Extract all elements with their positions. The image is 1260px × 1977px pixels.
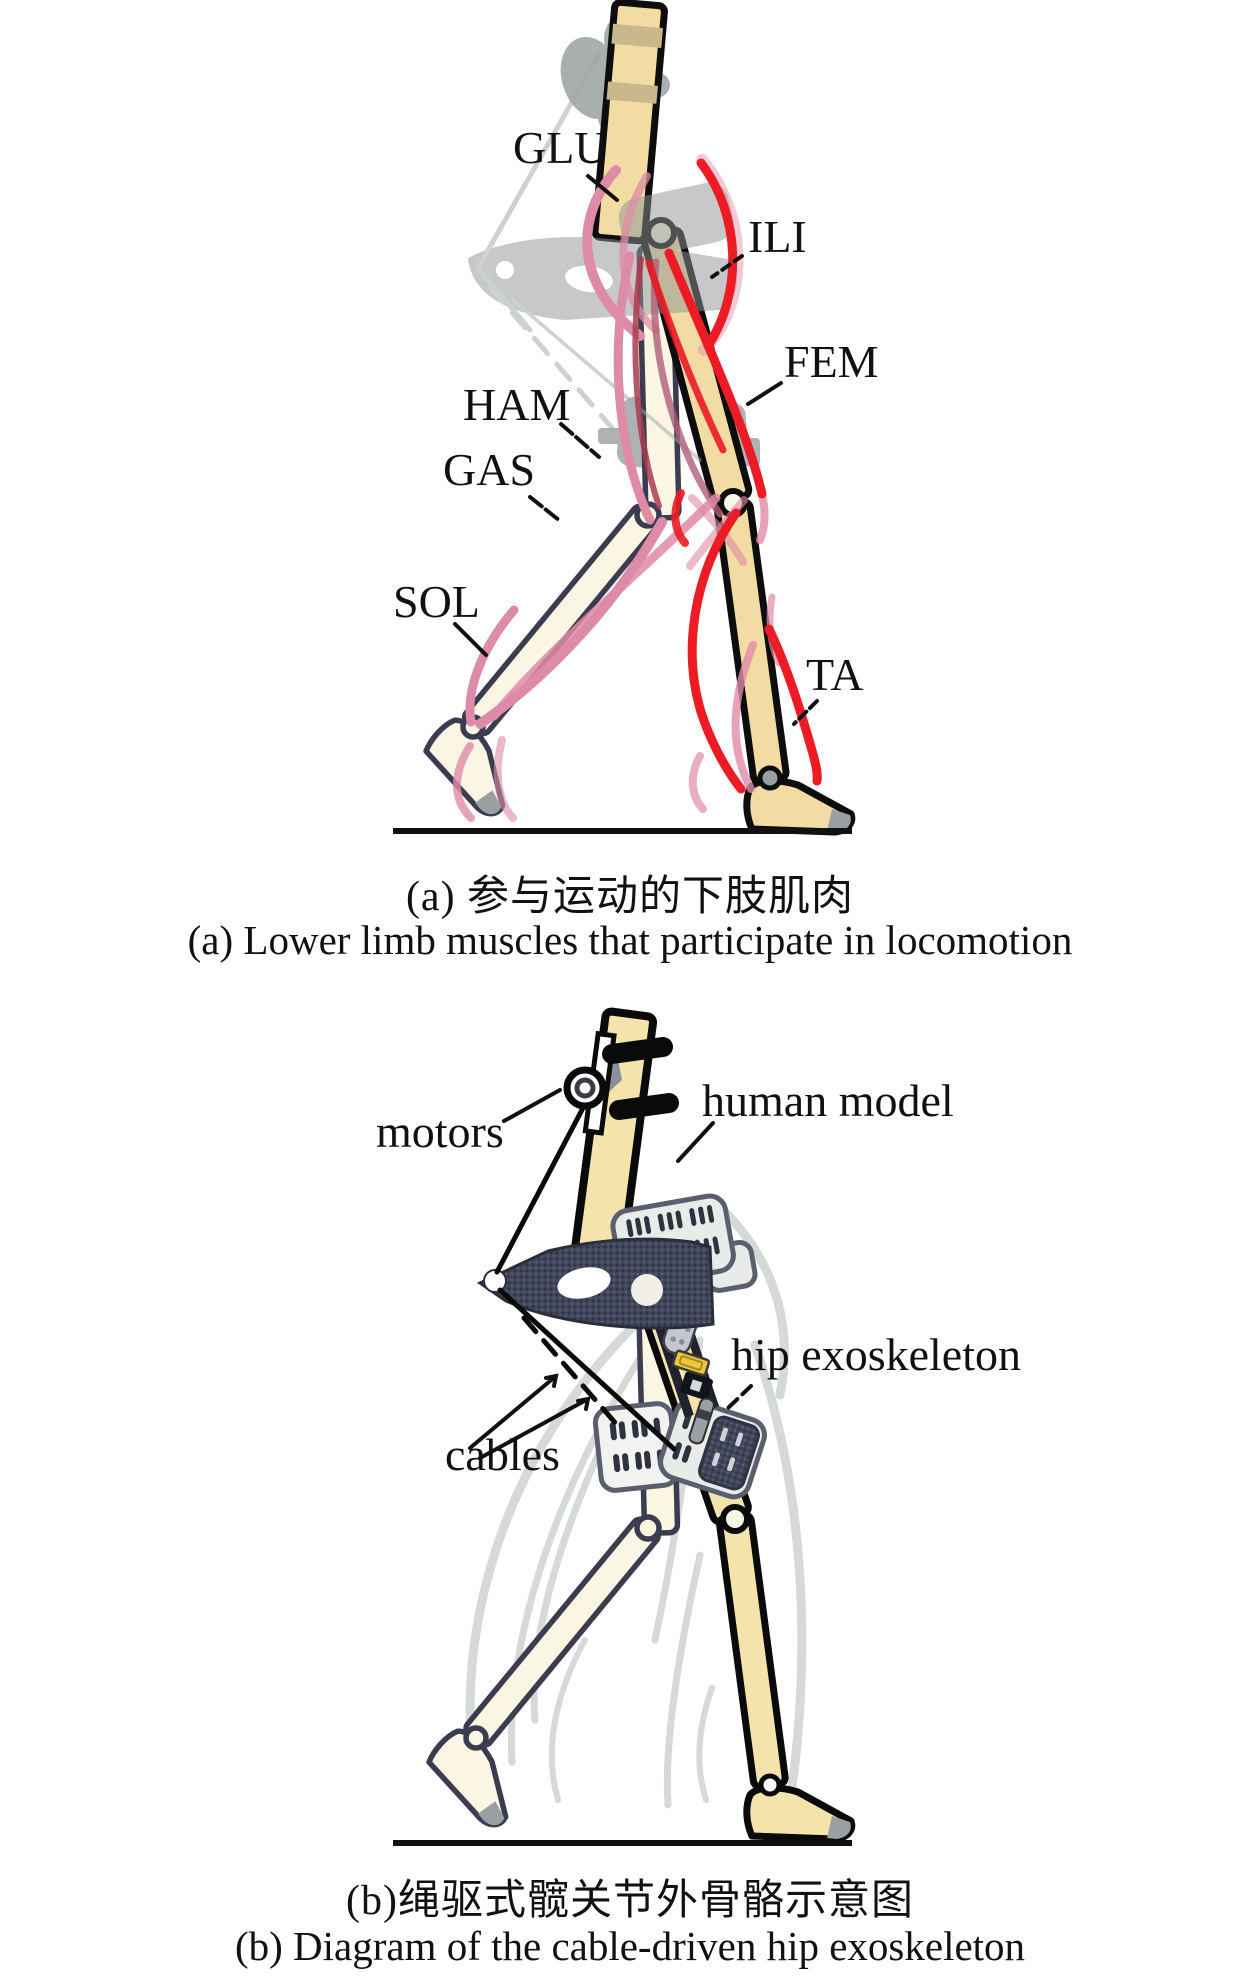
figure-b-annotations: motors human model hip exoskeleton cable…	[376, 1075, 1021, 1480]
cables-arrow-2	[478, 1397, 590, 1460]
ili-muscle	[696, 158, 738, 351]
ham-leader-line	[559, 422, 601, 459]
cables-arrowhead-2	[576, 1396, 591, 1411]
muscle-label-ili: ILI	[748, 211, 807, 262]
gas-leader-line	[528, 495, 562, 523]
muscle-label-ta: TA	[806, 649, 864, 700]
fem-leader-line	[746, 381, 783, 406]
muscle-label-sol: SOL	[393, 576, 480, 627]
muscle-label-glu: GLU	[513, 122, 608, 173]
back-knee-joint-b	[634, 1514, 662, 1542]
ta-leader-line	[792, 699, 819, 726]
cables-arrowhead-1	[544, 1373, 559, 1388]
back-thigh-cuff	[592, 1401, 680, 1493]
torso-straps	[602, 1037, 679, 1120]
front-ankle-joint-b	[758, 1773, 782, 1797]
human-model-leader-line	[676, 1121, 715, 1163]
exo-rod	[688, 1397, 715, 1445]
back-foot	[423, 717, 506, 817]
upper-cable	[494, 1103, 587, 1275]
front-ankle-joint	[757, 765, 783, 791]
cuff-dark-insert	[698, 1415, 760, 1491]
ghost-pelvis-overlay	[468, 51, 737, 462]
ham-muscle	[613, 251, 655, 525]
figure-a-annotations: GLU ILI FEM HAM GAS SOL TA	[393, 122, 879, 726]
figure-a-illustration: GLU ILI FEM HAM GAS SOL TA	[393, 0, 879, 836]
caption-a-chinese: (a) 参与运动的下肢肌肉	[405, 874, 855, 920]
fem-muscle	[664, 248, 767, 499]
drive-cables	[494, 1103, 677, 1452]
front-knee-joint-b	[720, 1504, 750, 1534]
hip-bracket	[477, 1237, 715, 1330]
figure-b-illustration: motors human model hip exoskeleton cable…	[376, 1007, 1021, 1846]
hip-exoskeleton-leader-line	[725, 1384, 753, 1411]
muscle-label-ham: HAM	[463, 379, 570, 430]
muscle-label-fem: FEM	[784, 336, 879, 387]
part-label-human-model: human model	[702, 1075, 954, 1126]
ghost-arm-lines	[475, 51, 702, 462]
caption-b-chinese: (b)绳驱式髋关节外骨骼示意图	[346, 1878, 914, 1924]
sol-muscle	[465, 605, 519, 727]
back-ankle-joint-b	[463, 1725, 489, 1751]
ili-leader-line	[710, 254, 744, 279]
cables-arrow-1	[468, 1374, 558, 1450]
red-muscles	[632, 158, 822, 794]
front-foot	[743, 777, 856, 836]
part-label-motors: motors	[376, 1106, 504, 1157]
exo-yellow-buckle	[671, 1349, 711, 1377]
motors-leader-line	[502, 1088, 562, 1123]
caption-a-english: (a) Lower limb muscles that participate …	[187, 917, 1073, 963]
ta-muscle	[764, 624, 822, 786]
dashed-cable	[521, 1315, 621, 1429]
exo-clamp	[680, 1371, 713, 1401]
front-thigh-cuff	[658, 1398, 767, 1500]
motor-pulley	[563, 1066, 607, 1110]
muscle-label-gas: GAS	[443, 444, 535, 495]
part-label-cables: cables	[445, 1429, 560, 1480]
glu-leader-line	[586, 174, 619, 202]
part-label-hip-exoskeleton: hip exoskeleton	[731, 1329, 1021, 1380]
front-foot-b	[743, 1784, 856, 1843]
sol-leader-line	[453, 622, 488, 657]
lower-cable	[497, 1287, 677, 1452]
caption-b-english: (b) Diagram of the cable-driven hip exos…	[234, 1923, 1026, 1969]
